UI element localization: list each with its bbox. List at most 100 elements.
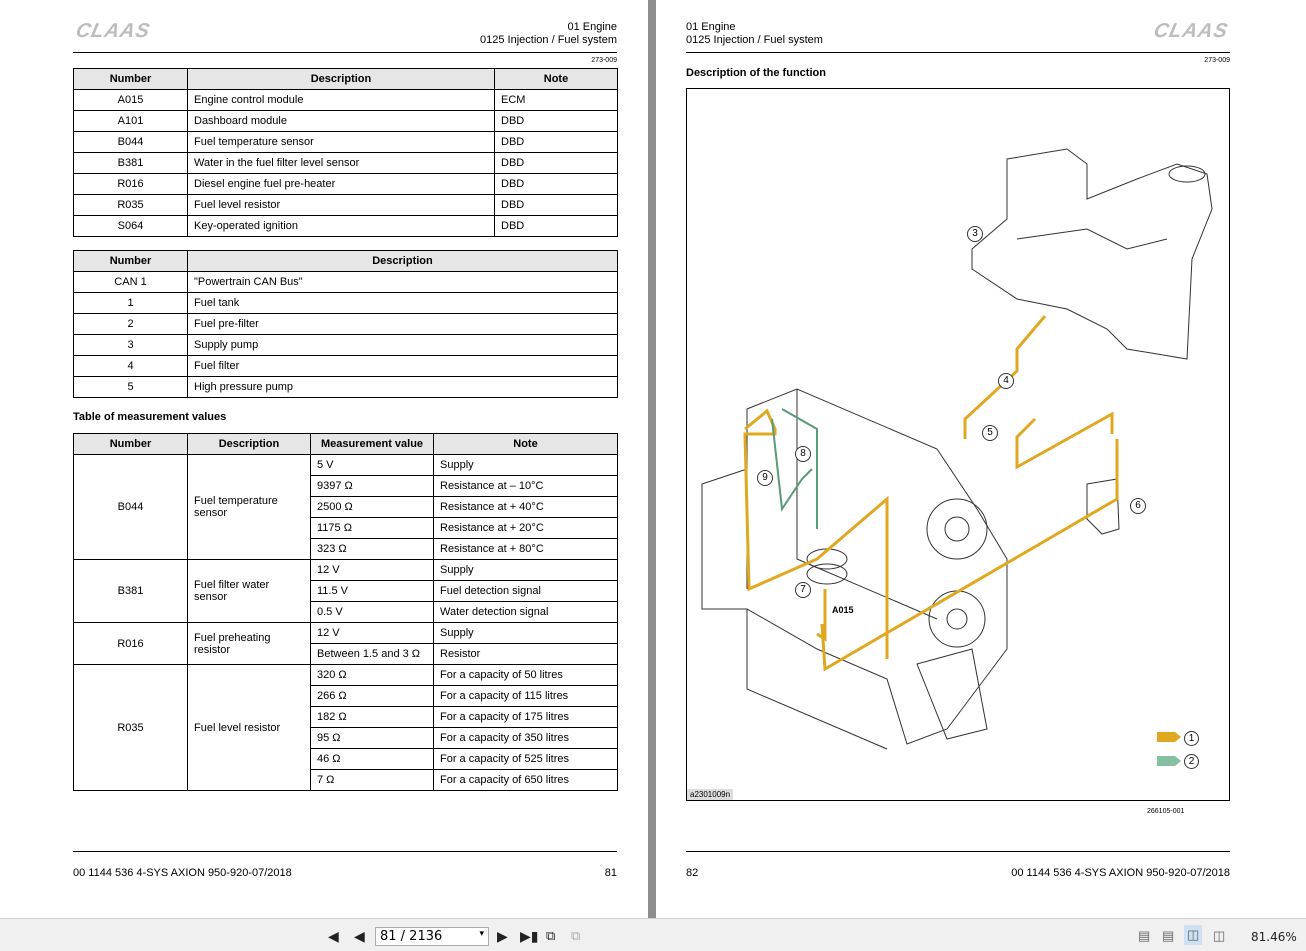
cell-description: Fuel pre-filter bbox=[187, 313, 618, 335]
two-page-continuous-icon[interactable]: ◫ bbox=[1213, 928, 1226, 943]
cell-number: B381 bbox=[73, 152, 188, 174]
claas-logo: CLAAS bbox=[1151, 20, 1231, 42]
cell-note: Resistance at + 20°C bbox=[433, 517, 618, 539]
cell-description: "Powertrain CAN Bus" bbox=[187, 271, 618, 293]
cell-number: 5 bbox=[73, 376, 188, 398]
callout-7: 7 bbox=[795, 582, 811, 598]
cell-measurement: Between 1.5 and 3 Ω bbox=[310, 643, 434, 665]
engine-diagram bbox=[701, 148, 1213, 750]
continuous-page-icon[interactable]: ▤ bbox=[1162, 928, 1175, 943]
zoom-level[interactable]: 81.46% bbox=[1251, 930, 1297, 944]
left-page: CLAAS 01 Engine 0125 Injection / Fuel sy… bbox=[0, 0, 648, 918]
callout-4: 4 bbox=[998, 373, 1014, 389]
legend-callout-1: 1 bbox=[1184, 731, 1199, 746]
next-view-icon[interactable]: ⧉ bbox=[571, 928, 581, 943]
previous-view-icon[interactable]: ⧉ bbox=[546, 928, 556, 943]
header-rule bbox=[73, 52, 617, 53]
callout-5: 5 bbox=[982, 425, 998, 441]
fuel-lines bbox=[743, 315, 1119, 672]
cell-note: Resistor bbox=[433, 643, 618, 665]
section-title: Description of the function bbox=[686, 67, 826, 79]
cell-note: DBD bbox=[494, 173, 618, 195]
cell-measurement: 7 Ω bbox=[310, 769, 434, 791]
cell-measurement: 46 Ω bbox=[310, 748, 434, 770]
cell-measurement: 11.5 V bbox=[310, 580, 434, 602]
page-header: 01 Engine 0125 Injection / Fuel system bbox=[686, 21, 823, 47]
cell-note: Supply bbox=[433, 559, 618, 581]
module-label-a015: A015 bbox=[831, 605, 855, 615]
table-header-row: Number Description Measurement value Not… bbox=[73, 433, 618, 455]
cell-description: Engine control module bbox=[187, 89, 495, 111]
cell-measurement: 2500 Ω bbox=[310, 496, 434, 518]
col-header: Measurement value bbox=[310, 433, 434, 455]
last-page-icon[interactable]: ▶▮ bbox=[520, 928, 539, 944]
table-row: CAN 1"Powertrain CAN Bus" bbox=[73, 271, 618, 293]
cell-note: DBD bbox=[494, 194, 618, 216]
cell-description: Fuel temperature sensor bbox=[187, 454, 311, 560]
col-header: Number bbox=[73, 250, 188, 272]
next-page-icon[interactable]: ▶ bbox=[497, 928, 508, 944]
cell-measurement: 323 Ω bbox=[310, 538, 434, 560]
cell-note: For a capacity of 175 litres bbox=[433, 706, 618, 728]
cell-description: Diesel engine fuel pre-heater bbox=[187, 173, 495, 195]
cell-note: For a capacity of 350 litres bbox=[433, 727, 618, 749]
page-header: 01 Engine 0125 Injection / Fuel system bbox=[480, 21, 617, 47]
cell-measurement: 5 V bbox=[310, 454, 434, 476]
callout-3: 3 bbox=[967, 226, 983, 242]
fuel-line-legend-arrow bbox=[1157, 732, 1181, 742]
header-chapter: 01 Engine bbox=[686, 21, 736, 33]
cell-description: Fuel temperature sensor bbox=[187, 131, 495, 153]
can-lines bbox=[771, 408, 818, 529]
footer-rule bbox=[73, 851, 617, 852]
page-number-input[interactable]: 81 / 2136▾ bbox=[375, 927, 489, 946]
header-rule bbox=[686, 52, 1230, 53]
cell-number: CAN 1 bbox=[73, 271, 188, 293]
cell-description: Dashboard module bbox=[187, 110, 495, 132]
cell-number: B044 bbox=[73, 454, 188, 560]
footer-page-number: 81 bbox=[604, 867, 617, 879]
cell-number: 2 bbox=[73, 313, 188, 335]
cell-measurement: 12 V bbox=[310, 622, 434, 644]
cell-measurement: 12 V bbox=[310, 559, 434, 581]
ref-code: 273-009 bbox=[1204, 57, 1230, 64]
engine-drawing bbox=[701, 388, 1120, 750]
header-section: 0125 Injection / Fuel system bbox=[480, 34, 617, 46]
cell-description: High pressure pump bbox=[187, 376, 618, 398]
chevron-down-icon[interactable]: ▾ bbox=[479, 929, 484, 939]
cell-description: Fuel level resistor bbox=[187, 664, 311, 791]
cell-note: DBD bbox=[494, 152, 618, 174]
col-header: Description bbox=[187, 433, 311, 455]
cell-note: Resistance at + 80°C bbox=[433, 538, 618, 560]
first-page-icon[interactable]: ◀ bbox=[328, 928, 342, 944]
previous-page-icon[interactable]: ◀ bbox=[354, 928, 365, 944]
cell-note: For a capacity of 115 litres bbox=[433, 685, 618, 707]
header-section: 0125 Injection / Fuel system bbox=[686, 34, 823, 46]
two-page-icon[interactable]: ◫ bbox=[1184, 925, 1203, 945]
cell-note: DBD bbox=[494, 110, 618, 132]
viewer-toolbar: ◀ ◀ 81 / 2136▾ ▶ ▶▮ ⧉ ⧉ ▤ ▤ ◫ ◫ 81.46% bbox=[0, 918, 1306, 951]
cell-measurement: 320 Ω bbox=[310, 664, 434, 686]
header-chapter: 01 Engine bbox=[567, 21, 617, 33]
callout-9: 9 bbox=[757, 470, 773, 486]
fuel-tank-drawing bbox=[971, 148, 1213, 360]
cell-measurement: 95 Ω bbox=[310, 727, 434, 749]
single-page-icon[interactable]: ▤ bbox=[1138, 928, 1151, 943]
